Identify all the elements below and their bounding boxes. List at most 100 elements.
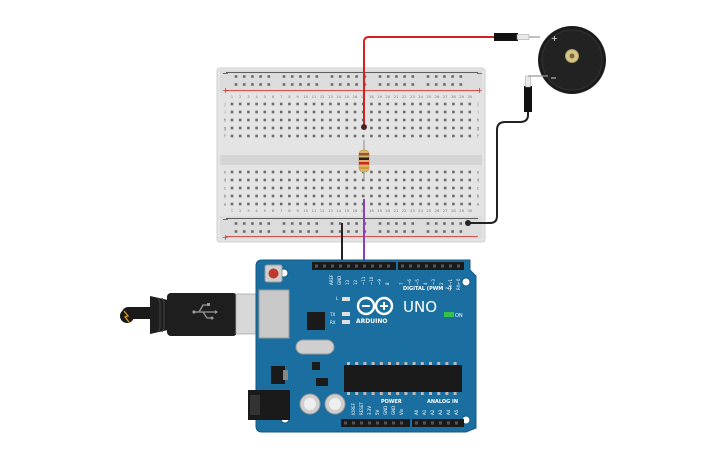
pin-label: RESET bbox=[359, 402, 364, 415]
column-number: 16 bbox=[353, 208, 358, 213]
breadboard-labels: 1122334455667788991010111112121313141415… bbox=[223, 94, 479, 213]
column-number: 21 bbox=[394, 208, 399, 213]
column-number: 30 bbox=[467, 94, 472, 99]
column-number: 5 bbox=[264, 94, 267, 99]
column-number: 19 bbox=[377, 208, 382, 213]
column-number: 9 bbox=[296, 94, 299, 99]
row-letter: g bbox=[477, 126, 480, 131]
column-number: 10 bbox=[303, 208, 308, 213]
rail-minus-sign-top-right: − bbox=[476, 69, 483, 78]
arduino-infinity-logo bbox=[356, 296, 394, 316]
pin-label: 5V bbox=[375, 409, 380, 415]
column-number: 11 bbox=[312, 94, 317, 99]
column-number: 3 bbox=[247, 208, 250, 213]
pin-label: RX←0 bbox=[456, 278, 461, 290]
row-letter: i bbox=[477, 110, 478, 115]
pin-label: A3 bbox=[438, 409, 443, 415]
column-number: 5 bbox=[264, 208, 267, 213]
pin-label: 2 bbox=[439, 282, 444, 285]
pin-label: ~6 bbox=[407, 279, 412, 285]
column-number: 12 bbox=[320, 94, 325, 99]
column-number: 14 bbox=[336, 208, 341, 213]
pin-label: 4 bbox=[423, 282, 428, 285]
atmega-chip bbox=[344, 365, 462, 392]
column-number: 26 bbox=[435, 208, 440, 213]
column-number: 7 bbox=[280, 94, 283, 99]
row-letter: h bbox=[224, 118, 227, 123]
buzzer-plus-label: + bbox=[551, 34, 558, 43]
row-letter: g bbox=[224, 126, 227, 131]
center-channel bbox=[220, 155, 482, 165]
row-letter: e bbox=[224, 170, 227, 175]
arduino-brand-text: ARDUINO bbox=[356, 318, 387, 325]
column-number: 3 bbox=[247, 94, 250, 99]
row-letter: c bbox=[224, 186, 226, 191]
column-number: 22 bbox=[402, 94, 407, 99]
pin-label: A1 bbox=[422, 409, 427, 415]
column-number: 20 bbox=[385, 94, 390, 99]
pin-label: 13 bbox=[345, 279, 350, 285]
column-number: 29 bbox=[459, 94, 464, 99]
column-number: 14 bbox=[336, 94, 341, 99]
rail-minus-sign-bottom: − bbox=[222, 215, 229, 224]
pin-label: IOREF bbox=[351, 402, 356, 415]
column-number: 26 bbox=[435, 94, 440, 99]
column-number: 19 bbox=[377, 94, 382, 99]
row-letter: d bbox=[224, 178, 227, 183]
row-letter: e bbox=[477, 170, 480, 175]
pin-label: 12 bbox=[353, 279, 358, 285]
black-wire-buzzer[interactable] bbox=[468, 112, 529, 224]
row-letter: f bbox=[477, 134, 479, 139]
column-number: 1 bbox=[231, 94, 234, 99]
pin-label: 3.3V bbox=[367, 406, 372, 415]
column-number: 22 bbox=[402, 208, 407, 213]
column-number: 20 bbox=[385, 208, 390, 213]
row-letter: j bbox=[476, 102, 478, 107]
chip-pins bbox=[347, 362, 457, 395]
column-number: 2 bbox=[239, 94, 242, 99]
column-number: 23 bbox=[410, 94, 415, 99]
column-number: 15 bbox=[344, 94, 349, 99]
column-number: 6 bbox=[272, 94, 275, 99]
breadboard[interactable]: − + − + − + 1122334455667788991010111112… bbox=[216, 67, 486, 243]
column-number: 13 bbox=[328, 94, 333, 99]
digital-header-left[interactable] bbox=[312, 262, 396, 270]
column-number: 25 bbox=[426, 208, 431, 213]
row-letter: c bbox=[477, 186, 479, 191]
led-l-label: L bbox=[336, 296, 339, 301]
pin-label: ~10 bbox=[369, 276, 374, 285]
column-number: 30 bbox=[467, 208, 472, 213]
pin-label: GND bbox=[391, 406, 396, 415]
row-letter: i bbox=[224, 110, 225, 115]
digital-header-right[interactable] bbox=[398, 262, 464, 270]
analog-header[interactable] bbox=[412, 419, 464, 427]
pin-label: 7 bbox=[399, 282, 404, 285]
column-number: 13 bbox=[328, 208, 333, 213]
uno-model-text: UNO bbox=[403, 298, 437, 316]
row-letter: b bbox=[477, 194, 480, 199]
column-number: 1 bbox=[231, 208, 234, 213]
pin-label: A0 bbox=[414, 409, 419, 415]
rail-plus-sign-top-right: + bbox=[476, 86, 483, 95]
red-wire[interactable] bbox=[363, 36, 494, 127]
row-letter: h bbox=[477, 118, 480, 123]
pin-label: AREF bbox=[329, 274, 334, 285]
pin-label: GND bbox=[337, 276, 342, 285]
pin-label: A2 bbox=[430, 409, 435, 415]
pin-label: A4 bbox=[446, 409, 451, 415]
row-letter: b bbox=[224, 194, 227, 199]
pin-label: ~3 bbox=[431, 279, 436, 285]
column-number: 8 bbox=[288, 94, 291, 99]
column-number: 24 bbox=[418, 208, 423, 213]
piezo-buzzer[interactable]: + bbox=[494, 26, 606, 112]
resistor[interactable] bbox=[358, 140, 370, 180]
column-number: 10 bbox=[303, 94, 308, 99]
column-number: 27 bbox=[443, 94, 448, 99]
column-number: 21 bbox=[394, 94, 399, 99]
column-number: 15 bbox=[344, 208, 349, 213]
power-header[interactable] bbox=[341, 419, 410, 427]
row-letter: d bbox=[477, 178, 480, 183]
column-number: 28 bbox=[451, 208, 456, 213]
